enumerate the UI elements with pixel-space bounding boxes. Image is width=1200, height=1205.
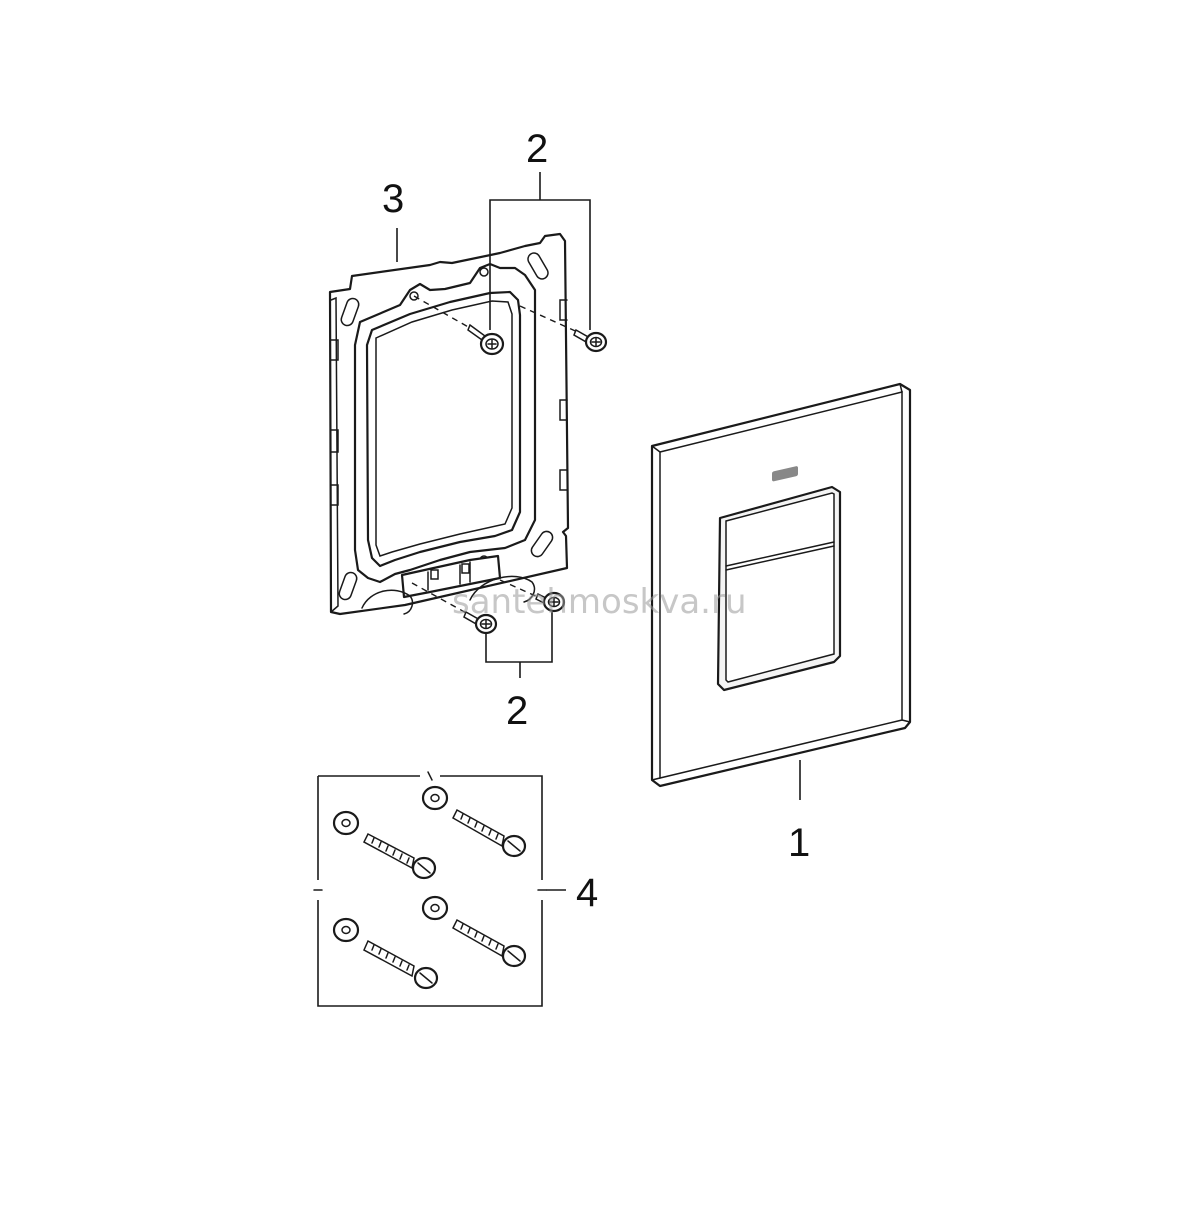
leader-lines bbox=[396, 172, 801, 891]
screw-bottom-right bbox=[535, 591, 566, 613]
screw-top-left bbox=[467, 323, 505, 356]
frame-clip-right bbox=[469, 575, 536, 603]
brand-logo-icon bbox=[772, 466, 798, 482]
callout-screws-top: 2 bbox=[526, 127, 548, 171]
frame-slot-top-left bbox=[340, 297, 360, 327]
screw-axis-top-2 bbox=[519, 305, 583, 335]
fixing-screw-3 bbox=[332, 917, 439, 990]
flush-button-split-shadow bbox=[725, 545, 835, 571]
frame-bracket-tab-2 bbox=[461, 563, 470, 574]
frame-bottom-bracket bbox=[400, 554, 502, 599]
screws-top bbox=[413, 295, 608, 356]
mounting-frame bbox=[328, 232, 570, 616]
callout-screws-bottom: 2 bbox=[506, 689, 528, 733]
frame-notch-left-2 bbox=[330, 429, 339, 453]
screw-bottom-left bbox=[463, 610, 498, 635]
fixing-set-box bbox=[313, 771, 547, 1007]
callout-frame: 3 bbox=[382, 177, 404, 221]
frame-notch-right-2 bbox=[559, 399, 568, 421]
frame-slot-top-right bbox=[527, 252, 549, 280]
frame-slot-bottom-left bbox=[338, 571, 358, 601]
screw-top-right bbox=[573, 328, 608, 353]
flush-plate-bevel bbox=[651, 383, 911, 781]
frame-notch-right-1 bbox=[559, 299, 568, 321]
frame-clip-left bbox=[361, 589, 414, 615]
leader-screws-top bbox=[489, 172, 591, 330]
callout-plate: 1 bbox=[788, 821, 810, 865]
callout-fixing-set: 4 bbox=[576, 871, 598, 915]
frame-bracket-tab-1 bbox=[430, 569, 439, 580]
frame-hole-2 bbox=[479, 267, 489, 277]
fixing-screw-4 bbox=[421, 895, 527, 968]
flush-button-split bbox=[725, 541, 835, 567]
screw-axis-bottom-2 bbox=[499, 579, 541, 599]
flush-plate bbox=[650, 382, 912, 788]
fixing-screw-2 bbox=[421, 785, 527, 858]
fixing-screw-1 bbox=[332, 810, 437, 880]
screw-axis-bottom-1 bbox=[411, 582, 471, 616]
frame-inner-opening-lip bbox=[375, 300, 513, 557]
fixing-box-border bbox=[317, 775, 543, 1007]
frame-notch-left-1 bbox=[330, 339, 339, 361]
flush-button-large bbox=[725, 492, 835, 683]
watermark: santehmoskva.ru bbox=[452, 582, 747, 622]
frame-edge bbox=[330, 296, 339, 613]
frame-notch-right-3 bbox=[559, 469, 568, 491]
frame-bottom-bracket-detail bbox=[427, 561, 471, 591]
frame-slot-bottom-right bbox=[530, 530, 554, 558]
leader-screws-bottom bbox=[485, 612, 553, 678]
screws-bottom bbox=[411, 579, 566, 635]
frame-inner-opening bbox=[365, 290, 522, 568]
